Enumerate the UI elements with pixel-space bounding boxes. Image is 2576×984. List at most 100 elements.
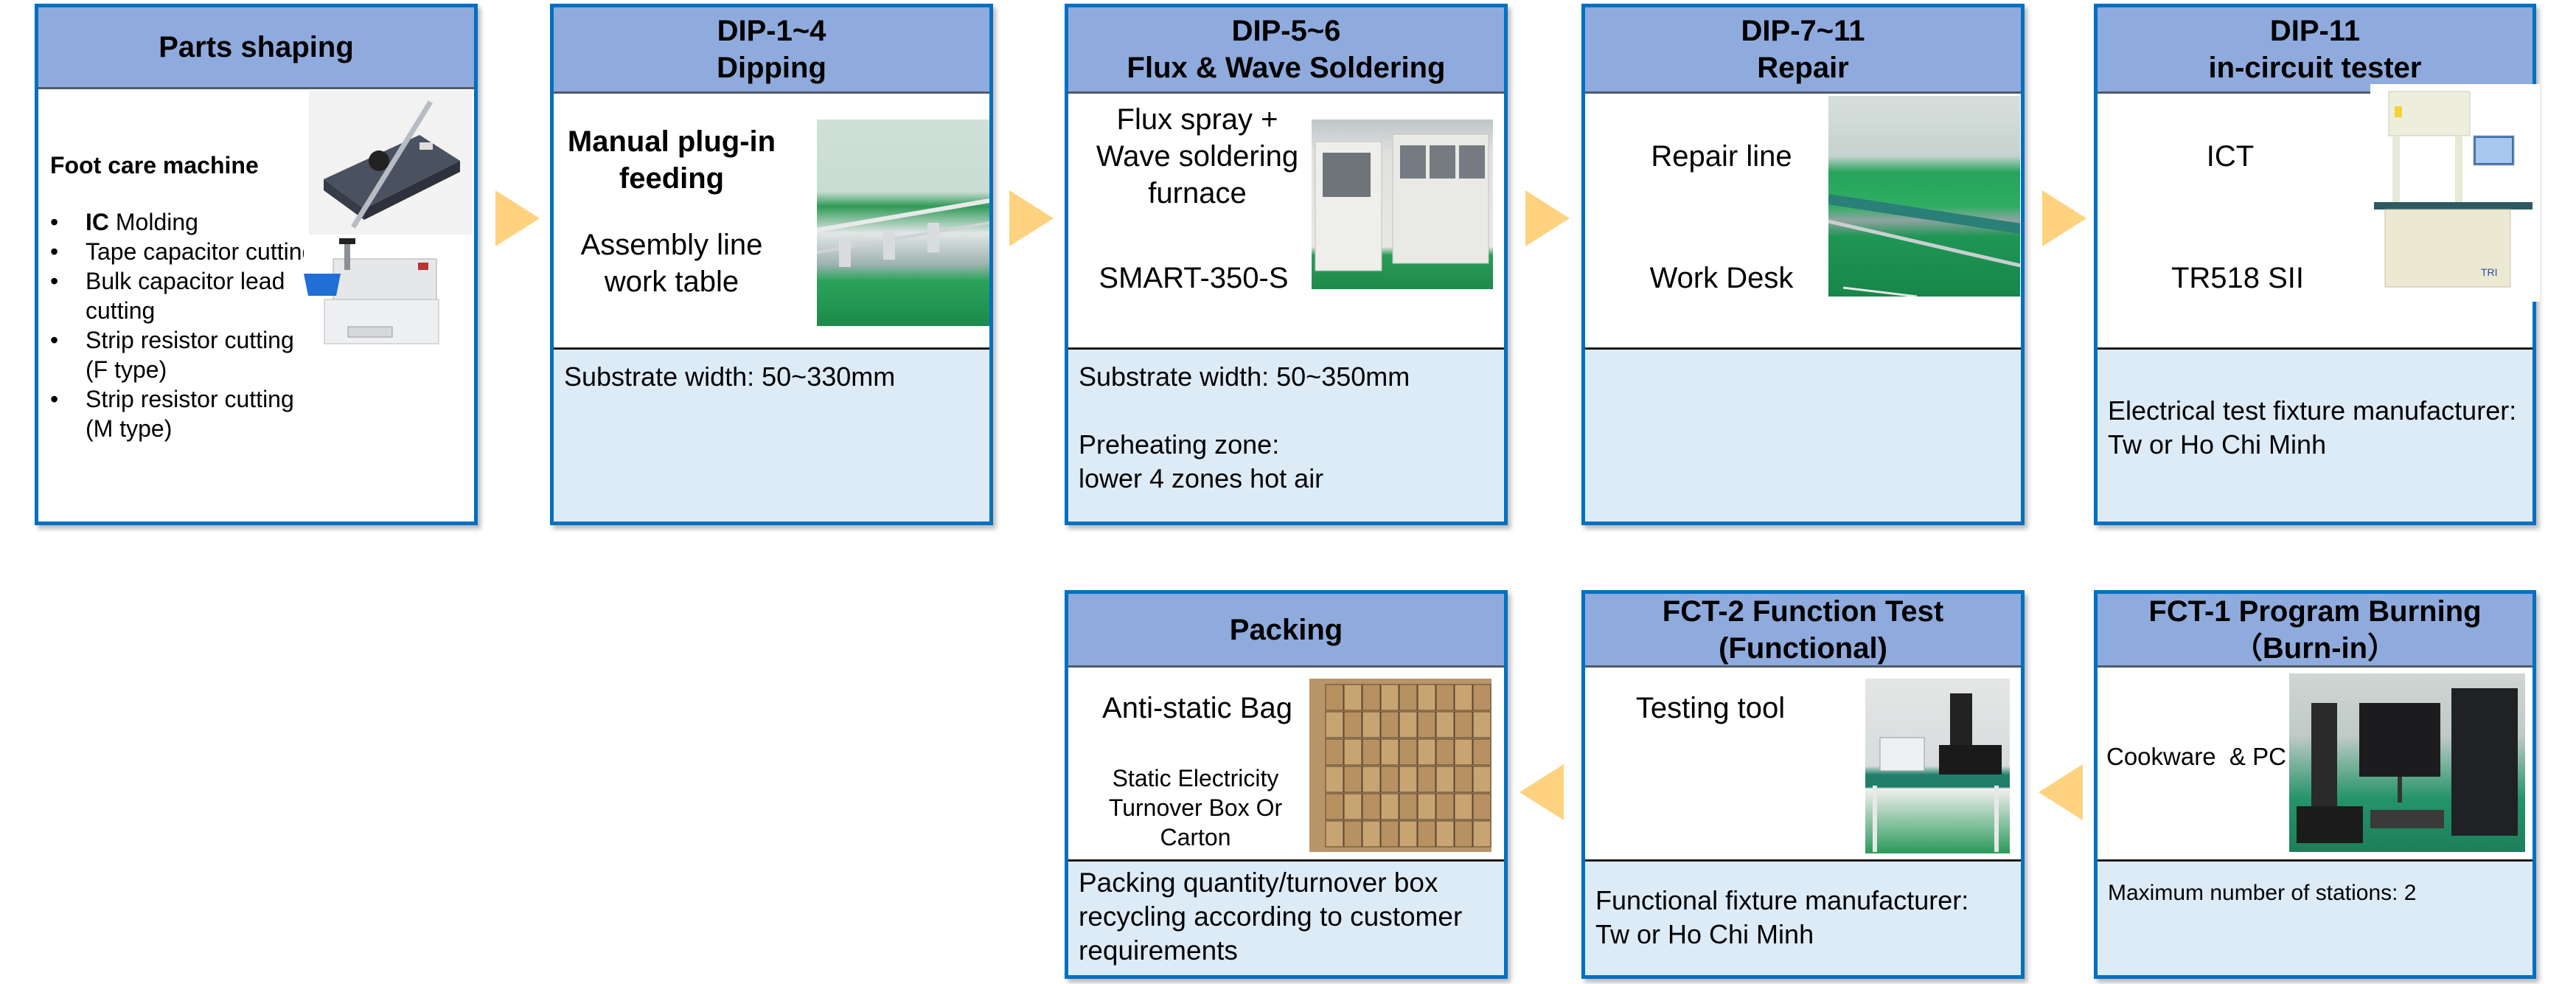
carton-box (1362, 793, 1381, 820)
carton-box (1417, 766, 1436, 793)
card-body: Flux spray + Wave soldering furnace SMAR… (1068, 94, 1504, 347)
info-line: Substrate width: 50~350mm (1079, 361, 1410, 392)
carton-box (1325, 711, 1344, 738)
feature-list: IC Molding Tape capacitor cutting Bulk c… (50, 207, 316, 443)
stacked-cartons-photo (1309, 679, 1491, 852)
card-title-code: DIP-1~4 (717, 15, 826, 47)
carton-box (1325, 766, 1344, 793)
flow-arrow-right-icon (495, 190, 540, 246)
equipment-model: SMART-350-S (1099, 262, 1289, 294)
carton-box (1399, 766, 1418, 793)
info-line: lower 4 zones hot air (1079, 463, 1324, 493)
lead-forming-machine-photo (309, 91, 473, 235)
card-header: DIP-11 in-circuit tester (2098, 7, 2533, 94)
card-title-code: DIP-5~6 (1231, 15, 1341, 47)
carton-box (1399, 820, 1418, 848)
carton-box (1417, 820, 1436, 848)
carton-box (1380, 793, 1399, 820)
burn-in-station-photo (2289, 673, 2525, 852)
carton-box (1399, 738, 1418, 766)
card-header: Parts shaping (38, 7, 474, 89)
card-title-code: DIP-7~11 (1741, 15, 1865, 47)
packaging-material: Anti-static Bag (1102, 692, 1292, 724)
carton-box (1343, 793, 1362, 820)
equipment-model: TR518 SII (2171, 262, 2305, 294)
card-info-panel: Functional fixture manufacturer: Tw or H… (1585, 859, 2021, 975)
card-title: Parts shaping (159, 31, 354, 63)
info-line: Tw or Ho Chi Minh (1595, 919, 1814, 949)
flow-arrow-left-icon (1520, 764, 1564, 820)
card-header: DIP-5~6 Flux & Wave Soldering (1068, 7, 1504, 94)
card-dip-7-11: DIP-7~11 Repair Repair line Work Desk (1581, 4, 2025, 525)
carton-box (1435, 684, 1455, 711)
carton-box (1325, 684, 1344, 711)
feature-item: Tape capacitor cutting (50, 237, 316, 266)
carton-box (1399, 684, 1418, 711)
card-title-name: Repair (1757, 52, 1849, 84)
feature-item: Bulk capacitor lead cutting (50, 266, 316, 325)
carton-box (1454, 738, 1473, 766)
flow-arrow-right-icon (1009, 190, 1054, 246)
process-description: Flux spray + Wave soldering furnace (1096, 103, 1299, 209)
carton-box (1472, 793, 1491, 820)
carton-box (1454, 766, 1473, 793)
carton-box (1472, 684, 1491, 711)
card-body: Cookware & PC (2098, 668, 2533, 859)
carton-box (1362, 711, 1381, 738)
carton-box (1380, 684, 1399, 711)
wave-soldering-machine-photo (1312, 119, 1493, 289)
card-header: DIP-7~11 Repair (1585, 7, 2021, 94)
info-line: Substrate width: 50~330mm (564, 361, 896, 392)
carton-box (1380, 820, 1399, 848)
carton-box (1472, 820, 1491, 848)
card-body: Repair line Work Desk (1585, 94, 2021, 347)
card-title-name: Dipping (717, 52, 826, 84)
carton-box (1417, 684, 1436, 711)
card-info-panel: Substrate width: 50~330mm (554, 347, 989, 522)
carton-box (1399, 793, 1418, 820)
carton-box (1380, 738, 1399, 766)
process-description: Manual plug-in feeding (567, 125, 776, 195)
assembly-line-photo (817, 119, 989, 326)
carton-box (1362, 684, 1381, 711)
equipment-name: Testing tool (1635, 692, 1786, 724)
card-dip-1-4: DIP-1~4 Dipping Manual plug-in feeding A… (550, 4, 993, 525)
card-title-name: in-circuit tester (2208, 52, 2422, 84)
card-title: Packing (1229, 613, 1343, 646)
card-title-name: (Functional) (1719, 631, 1887, 665)
repair-line-photo (1828, 96, 2020, 297)
card-dip-11: DIP-11 in-circuit tester ICT TR518 SII T… (2094, 4, 2540, 525)
carton-box (1362, 766, 1381, 793)
card-title-name: （Burn-in） (2232, 631, 2398, 665)
carton-box (1325, 820, 1344, 848)
card-info-panel: Packing quantity/turnover box recycling … (1068, 859, 1504, 975)
equipment-type: ICT (2206, 140, 2255, 173)
carton-box (1454, 820, 1473, 848)
carton-box (1417, 793, 1436, 820)
card-title-code: FCT-2 Function Test (1662, 595, 1944, 628)
lead-cutting-machine-photo (304, 237, 462, 355)
ict-tester-photo: TRI (2370, 84, 2540, 302)
carton-box (1362, 820, 1381, 848)
card-packing: Packing Anti-static Bag Static Electrici… (1065, 590, 1508, 979)
card-info-panel (1585, 347, 2021, 522)
info-line: Functional fixture manufacturer: (1595, 885, 1969, 915)
feature-item: Strip resistor cutting (F type) (50, 325, 316, 384)
flow-arrow-right-icon (1525, 190, 1570, 246)
card-info-panel: Electrical test fixture manufacturer: Tw… (2098, 347, 2533, 522)
spacer (1079, 394, 1494, 428)
carton-box (1343, 684, 1362, 711)
carton-box (1472, 711, 1491, 738)
card-title-code: FCT-1 Program Burning (2148, 595, 2482, 628)
function-test-bench-photo (1865, 679, 2010, 853)
packaging-container: Static Electricity Turnover Box Or Carto… (1108, 765, 1283, 850)
card-title-code: DIP-11 (2269, 15, 2361, 47)
carton-box (1454, 793, 1473, 820)
carton-box (1454, 684, 1473, 711)
card-fct-1: FCT-1 Program Burning （Burn-in） Cookware… (2094, 590, 2536, 979)
carton-box (1362, 738, 1381, 766)
card-title-name: Flux & Wave Soldering (1127, 52, 1446, 84)
card-parts-shaping: Parts shaping Foot care machine IC Moldi… (35, 4, 478, 525)
info-line: Electrical test fixture manufacturer: (2108, 395, 2517, 426)
card-info-panel: Maximum number of stations: 2 (2098, 859, 2533, 975)
